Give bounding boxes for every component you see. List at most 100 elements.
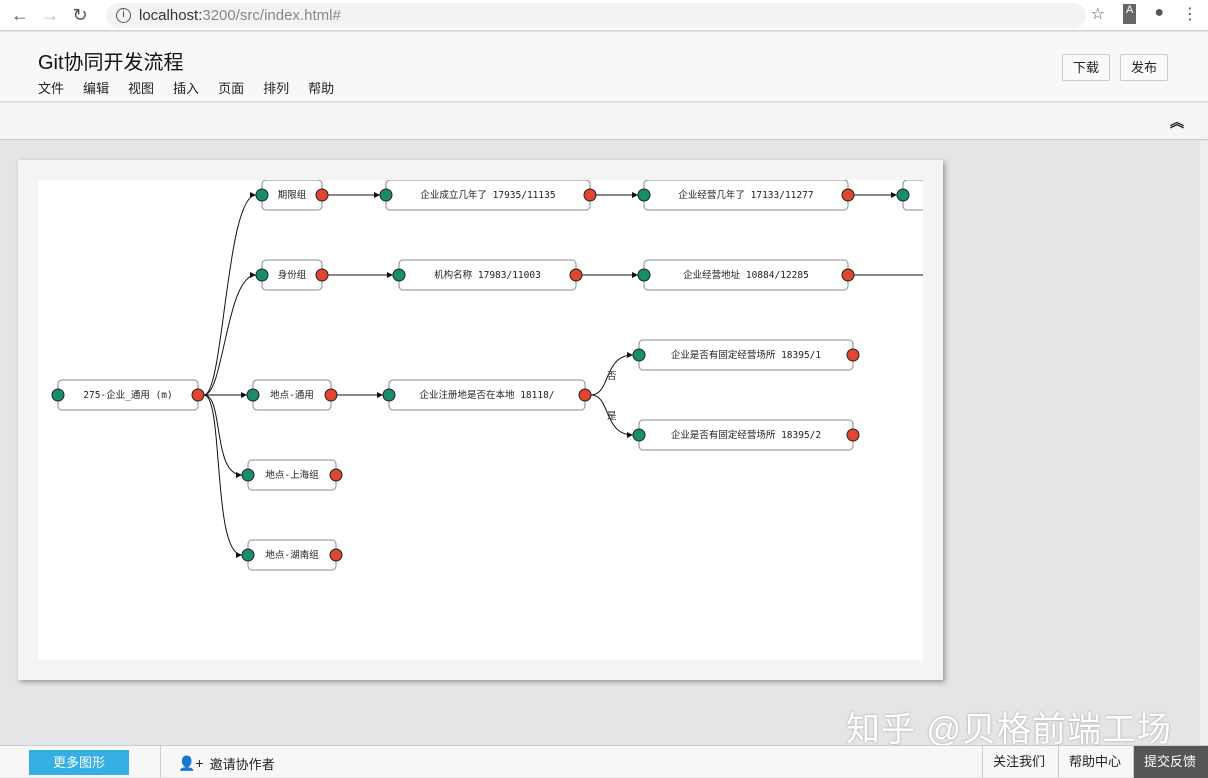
menu-edit[interactable]: 编辑 [83, 81, 110, 96]
reload-icon[interactable]: ↻ [72, 4, 88, 25]
input-port[interactable] [255, 188, 269, 202]
divider [160, 746, 161, 778]
node-label: 企业是否有固定经营场所 18395/2 [671, 429, 821, 441]
output-port[interactable] [315, 188, 329, 202]
flow-node[interactable]: 企业成立几年了 17935/11135 [379, 180, 597, 211]
input-port[interactable] [255, 268, 269, 282]
flow-diagram[interactable]: 否是 275-企业_通用 (m) 期限组 企业成立几年了 17935/11135 企业经… [38, 180, 923, 660]
node-label: 地点-上海组 [265, 469, 319, 481]
flow-node[interactable]: 身份组 [255, 259, 329, 291]
flow-node[interactable]: 期限组 [255, 180, 329, 211]
node-label: 地点-湖南组 [265, 549, 319, 561]
translate-icon[interactable]: A [1122, 4, 1137, 24]
flow-edge[interactable] [203, 394, 243, 558]
flow-node[interactable] [896, 180, 923, 211]
edge-label: 否 [607, 371, 617, 382]
more-shapes-button[interactable]: 更多图形 [29, 750, 129, 775]
browser-toolbar: ← → ↻ i localhost:3200/src/index.html# ☆… [0, 0, 1208, 31]
star-icon[interactable]: ☆ [1090, 6, 1105, 23]
input-port[interactable] [896, 188, 910, 202]
footer-bar: 更多图形 👤+ 邀请协作者 关注我们 帮助中心 提交反馈 [0, 745, 1208, 778]
publish-button[interactable]: 发布 [1120, 54, 1169, 81]
watermark: 知乎 @贝格前端工场 [846, 711, 1172, 749]
input-port[interactable] [382, 388, 396, 402]
menu-view[interactable]: 视图 [128, 81, 155, 96]
flow-node[interactable]: 地点-湖南组 [241, 539, 343, 571]
flow-node[interactable]: 地点-通用 [246, 379, 338, 411]
input-port[interactable] [379, 188, 393, 202]
output-port[interactable] [315, 268, 329, 282]
invite-label: 邀请协作者 [209, 757, 275, 772]
flow-node[interactable]: 企业是否有固定经营场所 18395/2 [632, 419, 860, 451]
output-port[interactable] [324, 388, 338, 402]
output-port[interactable] [846, 428, 860, 442]
flow-node[interactable]: 企业经营几年了 17133/11277 [637, 180, 855, 211]
menu-file[interactable]: 文件 [38, 81, 65, 96]
output-port[interactable] [578, 388, 592, 402]
node-label: 身份组 [278, 269, 307, 281]
edge-label: 是 [607, 411, 617, 422]
node-label: 期限组 [278, 189, 307, 201]
output-port[interactable] [846, 348, 860, 362]
flow-edge[interactable] [203, 192, 257, 396]
node-label: 企业注册地是否在本地 18118/ [419, 389, 554, 401]
menu-help[interactable]: 帮助 [308, 81, 335, 96]
back-icon[interactable]: ← [11, 4, 29, 25]
output-port[interactable] [569, 268, 583, 282]
node-label: 企业成立几年了 17935/11135 [420, 189, 555, 201]
output-port[interactable] [329, 548, 343, 562]
scrollbar[interactable] [1200, 141, 1208, 745]
output-port[interactable] [583, 188, 597, 202]
menu-bar: 文件 编辑 视图 插入 页面 排列 帮助 [38, 78, 334, 97]
toolbar: ︽ [0, 103, 1208, 140]
output-port[interactable] [841, 268, 855, 282]
input-port[interactable] [637, 268, 651, 282]
page-title: Git协同开发流程 [38, 52, 184, 74]
node-label: 机构名称 17983/11003 [434, 269, 541, 281]
url-path: 3200/src/index.html# [202, 7, 341, 24]
diagram-canvas[interactable]: 否是 275-企业_通用 (m) 期限组 企业成立几年了 17935/11135 企业经… [38, 180, 923, 660]
input-port[interactable] [246, 388, 260, 402]
address-bar[interactable]: i localhost:3200/src/index.html# [106, 3, 1086, 28]
flow-edge[interactable] [203, 272, 257, 396]
input-port[interactable] [51, 388, 65, 402]
node-label: 企业经营地址 10884/12285 [683, 269, 809, 281]
menu-page[interactable]: 页面 [218, 81, 245, 96]
output-port[interactable] [191, 388, 205, 402]
node-label: 企业是否有固定经营场所 18395/1 [671, 349, 822, 361]
flow-node[interactable]: 机构名称 17983/11003 [392, 259, 583, 291]
menu-insert[interactable]: 插入 [173, 81, 200, 96]
invite-button[interactable]: 👤+ 邀请协作者 [178, 754, 275, 773]
info-icon[interactable]: i [116, 8, 131, 23]
input-port[interactable] [241, 468, 255, 482]
flow-node[interactable]: 275-企业_通用 (m) [51, 379, 205, 411]
flow-node[interactable]: 地点-上海组 [241, 459, 343, 491]
flow-node[interactable]: 企业注册地是否在本地 18118/ [382, 379, 592, 411]
help-center-button[interactable]: 帮助中心 [1058, 746, 1131, 778]
feedback-button[interactable]: 提交反馈 [1133, 746, 1208, 778]
node-label: 地点-通用 [270, 389, 314, 401]
input-port[interactable] [637, 188, 651, 202]
more-icon[interactable]: ⋮ [1182, 6, 1198, 23]
collapse-icon[interactable]: ︽ [1170, 114, 1184, 130]
menu-arrange[interactable]: 排列 [263, 81, 290, 96]
output-port[interactable] [329, 468, 343, 482]
flow-node[interactable]: 企业是否有固定经营场所 18395/1 [632, 339, 860, 371]
forward-icon[interactable]: → [41, 4, 59, 25]
download-button[interactable]: 下载 [1062, 54, 1111, 81]
url-host: localhost: [139, 7, 203, 24]
follow-button[interactable]: 关注我们 [982, 746, 1055, 778]
flow-edge[interactable] [203, 394, 243, 478]
output-port[interactable] [841, 188, 855, 202]
flow-edge[interactable] [590, 352, 634, 396]
flow-edge[interactable] [590, 394, 634, 438]
flow-node[interactable]: 企业经营地址 10884/12285 [637, 259, 855, 291]
node-label: 275-企业_通用 (m) [83, 389, 172, 401]
diagram-page: 否是 275-企业_通用 (m) 期限组 企业成立几年了 17935/11135 企业经… [18, 160, 943, 680]
input-port[interactable] [241, 548, 255, 562]
account-icon[interactable]: ● [1154, 4, 1164, 21]
input-port[interactable] [632, 428, 646, 442]
app-header: Git协同开发流程 文件 编辑 视图 插入 页面 排列 帮助 下载 发布 [0, 32, 1208, 102]
input-port[interactable] [632, 348, 646, 362]
input-port[interactable] [392, 268, 406, 282]
